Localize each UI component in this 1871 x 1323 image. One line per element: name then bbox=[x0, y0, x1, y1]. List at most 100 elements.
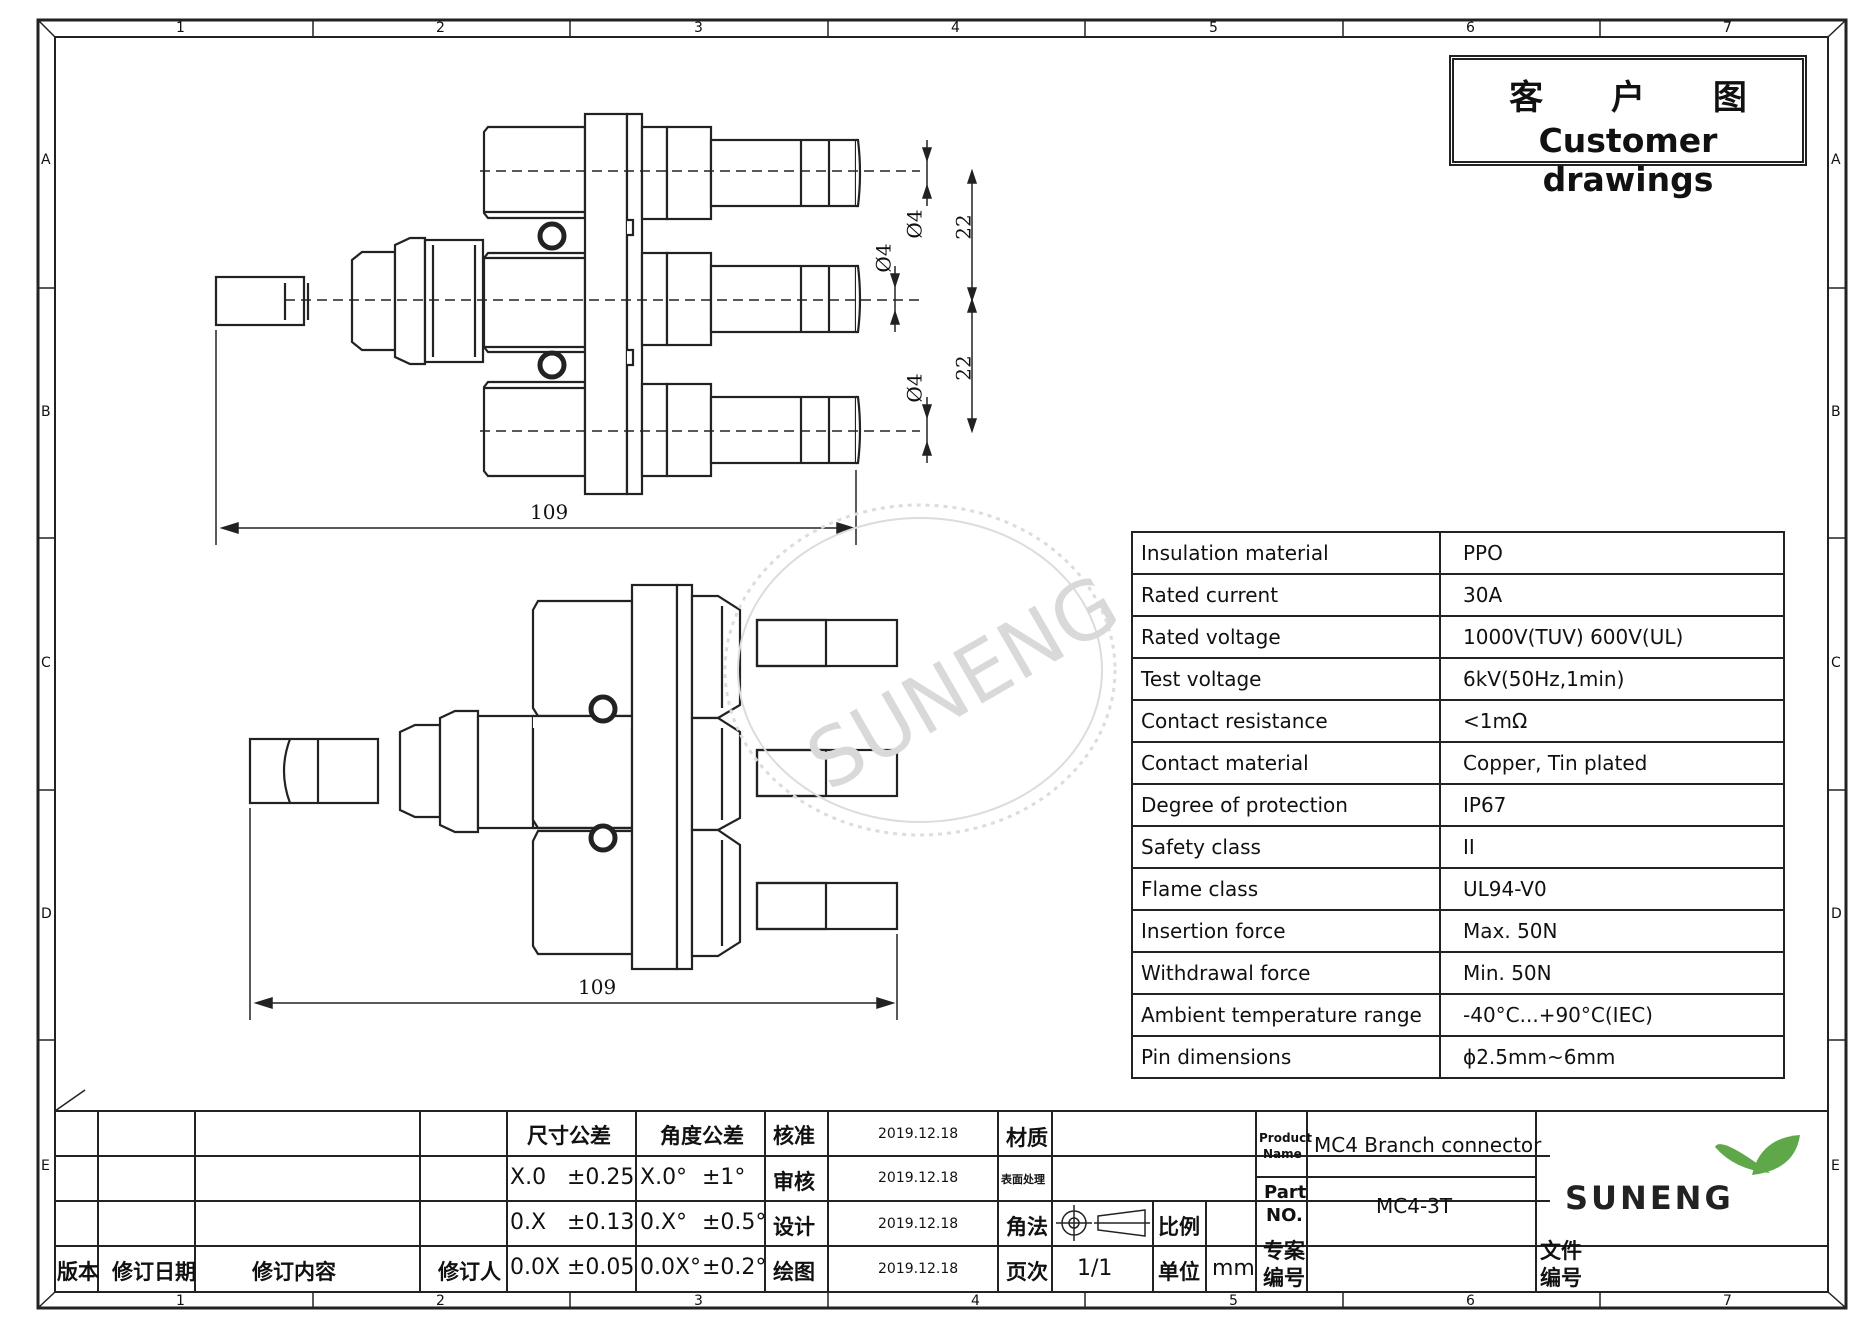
spec-label: Pin dimensions bbox=[1131, 1035, 1441, 1079]
rev-header-content: 修订内容 bbox=[252, 1260, 336, 1284]
size-tol-format: 0.0X bbox=[510, 1255, 561, 1280]
leaf-logo bbox=[1715, 1135, 1800, 1175]
approval-date: 2019.12.18 bbox=[878, 1261, 959, 1277]
dim-overall-bottom: 109 bbox=[578, 975, 617, 999]
project-no-label-2: 编号 bbox=[1263, 1266, 1305, 1290]
spec-value: -40°C...+90°C(IEC) bbox=[1439, 993, 1785, 1037]
spec-label: Flame class bbox=[1131, 867, 1441, 911]
col-label-4: 4 bbox=[951, 20, 960, 36]
col-label-2: 2 bbox=[436, 20, 445, 36]
title-chinese: 客 户 图 bbox=[1509, 78, 1775, 118]
row-label-b: B bbox=[41, 404, 51, 420]
spec-value: ϕ2.5mm~6mm bbox=[1439, 1035, 1785, 1079]
approval-date: 2019.12.18 bbox=[878, 1170, 959, 1186]
dim-pin-dia-3: Ø4 bbox=[902, 373, 927, 403]
approval-role: 审核 bbox=[773, 1170, 815, 1194]
top-view-connector bbox=[214, 112, 862, 496]
part-number: MC4-3T bbox=[1376, 1194, 1453, 1218]
col-label-1-bottom: 1 bbox=[176, 1293, 185, 1309]
dim-overall-top: 109 bbox=[530, 500, 569, 524]
size-tol-value: ±0.25 bbox=[567, 1165, 635, 1190]
approval-role: 绘图 bbox=[773, 1260, 815, 1284]
file-no-label-1: 文件 bbox=[1540, 1239, 1582, 1263]
size-tol-format: 0.X bbox=[510, 1210, 547, 1235]
material-label: 材质 bbox=[1006, 1126, 1048, 1150]
row-label-b-right: B bbox=[1831, 404, 1841, 420]
dim-pin-dia-2: Ø4 bbox=[871, 243, 896, 273]
spec-value: II bbox=[1439, 825, 1785, 869]
spec-label: Ambient temperature range bbox=[1131, 993, 1441, 1037]
spec-label: Insulation material bbox=[1131, 531, 1441, 575]
surface-treatment-label: 表面处理 bbox=[1001, 1173, 1045, 1186]
col-label-7: 7 bbox=[1723, 20, 1732, 36]
spec-label: Rated current bbox=[1131, 573, 1441, 617]
angle-tol-value: ±0.5° bbox=[702, 1210, 767, 1235]
col-label-5-bottom: 5 bbox=[1229, 1293, 1238, 1309]
bottom-view-connector bbox=[248, 583, 899, 971]
spec-value: 1000V(TUV) 600V(UL) bbox=[1439, 615, 1785, 659]
approval-role: 核准 bbox=[773, 1124, 815, 1148]
row-label-d-right: D bbox=[1831, 906, 1842, 922]
rev-header-reviser: 修订人 bbox=[438, 1260, 501, 1284]
approval-date: 2019.12.18 bbox=[878, 1126, 959, 1142]
col-label-1: 1 bbox=[176, 20, 185, 36]
spec-value: 30A bbox=[1439, 573, 1785, 617]
spec-value: 6kV(50Hz,1min) bbox=[1439, 657, 1785, 701]
spec-label: Degree of protection bbox=[1131, 783, 1441, 827]
spec-value: Min. 50N bbox=[1439, 951, 1785, 995]
approval-date: 2019.12.18 bbox=[878, 1216, 959, 1232]
row-label-e: E bbox=[41, 1158, 50, 1174]
col-label-6: 6 bbox=[1466, 20, 1475, 36]
spec-value: UL94-V0 bbox=[1439, 867, 1785, 911]
spec-label: Contact material bbox=[1131, 741, 1441, 785]
scale-label: 比例 bbox=[1158, 1215, 1200, 1239]
angle-tolerance-header: 角度公差 bbox=[660, 1124, 744, 1148]
dim-pin-dia-1: Ø4 bbox=[902, 209, 927, 239]
spec-label: Test voltage bbox=[1131, 657, 1441, 701]
product-name: MC4 Branch connector bbox=[1314, 1133, 1542, 1157]
spec-label: Insertion force bbox=[1131, 909, 1441, 953]
spec-label: Safety class bbox=[1131, 825, 1441, 869]
col-label-3: 3 bbox=[694, 20, 703, 36]
row-label-e-right: E bbox=[1831, 1158, 1840, 1174]
file-no-label-2: 编号 bbox=[1540, 1266, 1582, 1290]
col-label-4-bottom: 4 bbox=[971, 1293, 980, 1309]
spec-row: Contact resistance<1mΩ bbox=[1131, 699, 1785, 743]
spec-label: Rated voltage bbox=[1131, 615, 1441, 659]
row-label-a: A bbox=[41, 152, 51, 168]
page-label: 页次 bbox=[1006, 1260, 1048, 1284]
projection-symbol bbox=[1056, 1205, 1150, 1241]
angle-tol-format: X.0° bbox=[640, 1165, 688, 1190]
col-label-3-bottom: 3 bbox=[694, 1293, 703, 1309]
product-name-label-1: Product bbox=[1259, 1131, 1312, 1145]
angle-tol-format: 0.0X° bbox=[640, 1255, 702, 1280]
row-label-d: D bbox=[41, 906, 52, 922]
col-label-5: 5 bbox=[1209, 20, 1218, 36]
spec-value: Copper, Tin plated bbox=[1439, 741, 1785, 785]
customer-drawings-title: 客 户 图 Customer drawings bbox=[1449, 55, 1807, 199]
approval-role: 设计 bbox=[773, 1215, 815, 1239]
spec-label: Contact resistance bbox=[1131, 699, 1441, 743]
spec-label: Withdrawal force bbox=[1131, 951, 1441, 995]
dim-pitch-1: 22 bbox=[951, 214, 976, 240]
angle-tol-format: 0.X° bbox=[640, 1210, 688, 1235]
title-block-grid bbox=[54, 1110, 1829, 1293]
size-tol-value: ±0.05 bbox=[567, 1255, 635, 1280]
spec-value: <1mΩ bbox=[1439, 699, 1785, 743]
size-tol-format: X.0 bbox=[510, 1165, 547, 1190]
row-label-c-right: C bbox=[1831, 655, 1841, 671]
rev-header-version: 版本 bbox=[57, 1260, 99, 1284]
spec-value: Max. 50N bbox=[1439, 909, 1785, 953]
company-logo-text: SUNENG bbox=[1565, 1179, 1734, 1217]
project-no-label-1: 专案 bbox=[1263, 1239, 1305, 1263]
